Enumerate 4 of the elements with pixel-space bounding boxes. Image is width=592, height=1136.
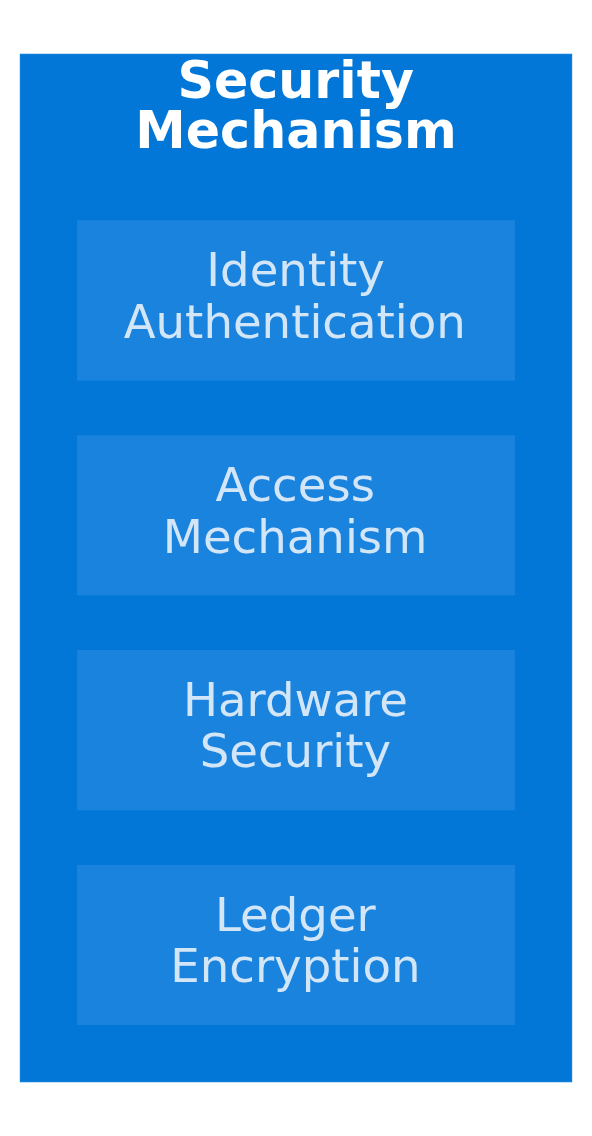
node-box: Hardware Security xyxy=(77,650,515,811)
node-box: Identity Authentication xyxy=(77,220,515,381)
node-box: Ledger Encryption xyxy=(77,864,515,1026)
node-box: Access Mechanism xyxy=(77,435,515,596)
